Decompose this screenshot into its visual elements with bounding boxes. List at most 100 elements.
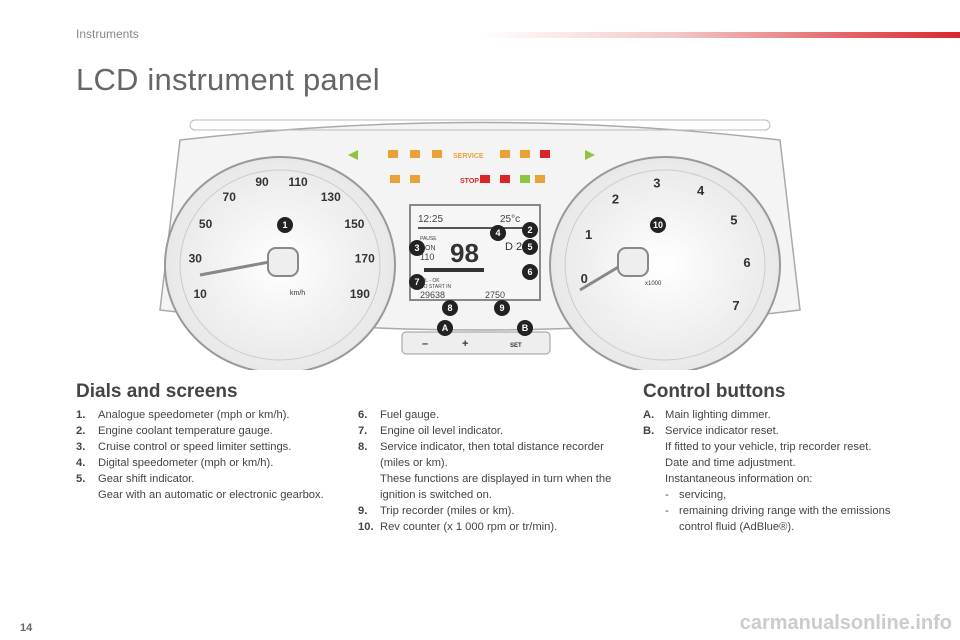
list-item: 1. Analogue speedometer (mph or km/h).	[76, 407, 326, 423]
lcd-temp: 25°c	[500, 214, 520, 225]
item-text: Gear shift indicator.	[98, 473, 195, 485]
item-text: Analogue speedometer (mph or km/h).	[98, 409, 290, 421]
dials-list-left: 1.Analogue speedometer (mph or km/h).2.E…	[76, 407, 326, 503]
tick-label: 30	[189, 251, 203, 265]
item-number: 1.	[76, 409, 86, 421]
item-number: 4.	[76, 457, 86, 469]
rev-unit: x1000	[645, 281, 662, 287]
callout-label: 2	[527, 225, 532, 235]
callout-marker	[522, 222, 538, 238]
callout-label: 3	[414, 243, 419, 253]
callout-label: 5	[527, 242, 532, 252]
item-text: Engine oil level indicator.	[380, 425, 504, 437]
item-text: Cruise control or speed limiter settings…	[98, 441, 292, 453]
list-item: 7. Engine oil level indicator.	[358, 423, 628, 439]
tick-label: 0	[581, 271, 588, 286]
callout-marker	[277, 217, 293, 233]
minus-button[interactable]: –	[422, 338, 428, 350]
tick-label: 7	[732, 298, 739, 313]
list-item: 4. Digital speedometer (mph or km/h).	[76, 455, 326, 471]
lcd-oil: OIL - OK	[420, 278, 440, 284]
item-number: 10.	[358, 521, 374, 533]
dials-list-right: 6. Fuel gauge. 7. Engine oil level indicato…	[358, 407, 628, 535]
list-item: 5. Gear shift indicator.	[76, 471, 326, 487]
item-number: 7.	[358, 425, 368, 437]
callout-label: A	[442, 323, 449, 333]
item-number: B.	[643, 425, 655, 437]
item-number: 6.	[358, 409, 368, 421]
list-item: 9. Trip recorder (miles or km).	[358, 503, 628, 519]
callout-marker	[494, 300, 510, 316]
item-text: Trip recorder (miles or km).	[380, 505, 515, 517]
lcd-trip: 2750	[485, 290, 505, 300]
tick-label: 1	[585, 227, 592, 242]
list-item: 10. Rev counter (x 1 000 rpm or tr/min).	[358, 519, 628, 535]
item-number: 8.	[358, 441, 368, 453]
item-text: Engine coolant temperature gauge.	[98, 425, 273, 437]
item-number: 9.	[358, 505, 368, 517]
item-number: 5.	[76, 473, 86, 485]
lcd-cruise: ON	[425, 245, 436, 252]
controls-list: A. Main lighting dimmer. B. Service indica…	[643, 407, 913, 535]
tick-label: 3	[653, 175, 660, 190]
callout-label: 6	[527, 267, 532, 277]
plus-button[interactable]: +	[462, 338, 468, 350]
item-number: A.	[643, 409, 655, 421]
page-title: LCD instrument panel	[76, 62, 380, 97]
callout-label: 4	[495, 228, 500, 238]
tick-label: 150	[344, 217, 364, 231]
tick-label: 190	[350, 287, 370, 301]
watermark: carmanualsonline.info	[739, 612, 952, 634]
tick-label: 6	[743, 255, 750, 270]
lcd-pause: PAUSE	[420, 236, 437, 242]
tick-label: 110	[288, 175, 308, 189]
callout-marker	[409, 240, 425, 256]
item-text: Service indicator, then total distance r…	[380, 441, 604, 469]
bullet-text: servicing,	[679, 489, 727, 501]
tick-label: 130	[321, 190, 341, 204]
callout-marker	[517, 320, 533, 336]
tick-label: 90	[255, 175, 269, 189]
item-subtext: These functions are displayed in turn wh…	[380, 473, 612, 501]
callout-marker	[490, 225, 506, 241]
set-button[interactable]: SET	[510, 343, 522, 349]
item-subtext: Instantaneous information on:	[665, 473, 813, 485]
callout-label: 8	[447, 303, 452, 313]
service-lamp: SERVICE	[453, 153, 484, 160]
callout-marker	[650, 217, 666, 233]
section-label: Instruments	[76, 27, 139, 41]
callout-label: B	[522, 323, 529, 333]
item-text: Service indicator reset.	[665, 425, 779, 437]
tick-label: 2	[612, 192, 619, 207]
header-bar	[480, 32, 960, 38]
lcd-speed: 98	[450, 238, 479, 268]
item-subtext: Gear with an automatic or electronic gea…	[98, 489, 324, 501]
item-text: Fuel gauge.	[380, 409, 440, 421]
callout-marker	[522, 239, 538, 255]
callout-marker	[442, 300, 458, 316]
item-subtext: Date and time adjustment.	[665, 457, 796, 469]
lcd-gear: D 2	[505, 241, 522, 253]
lcd-odometer: 29638	[420, 290, 445, 300]
callout-label: 10	[653, 220, 663, 230]
callout-label: 9	[499, 303, 504, 313]
item-number: 3.	[76, 441, 86, 453]
list-item: 6. Fuel gauge.	[358, 407, 628, 423]
tick-label: 5	[730, 213, 737, 228]
tick-label: 50	[199, 217, 213, 231]
controls-heading: Control buttons	[643, 381, 786, 402]
callout-label: 1	[282, 220, 287, 230]
item-text: Main lighting dimmer.	[665, 409, 771, 421]
callout-marker	[409, 274, 425, 290]
lcd-limit: 110	[420, 252, 434, 262]
item-text: Digital speedometer (mph or km/h).	[98, 457, 274, 469]
tick-label: 70	[223, 190, 237, 204]
page-number: 14	[20, 622, 33, 634]
lcd-time: 12:25	[418, 214, 443, 225]
tick-label: 4	[697, 183, 705, 198]
list-item: 8. Service indicator, then total distance…	[358, 439, 628, 471]
item-text: Rev counter (x 1 000 rpm or tr/min).	[380, 521, 558, 533]
callout-marker	[522, 264, 538, 280]
speedo-unit: km/h	[290, 290, 305, 297]
